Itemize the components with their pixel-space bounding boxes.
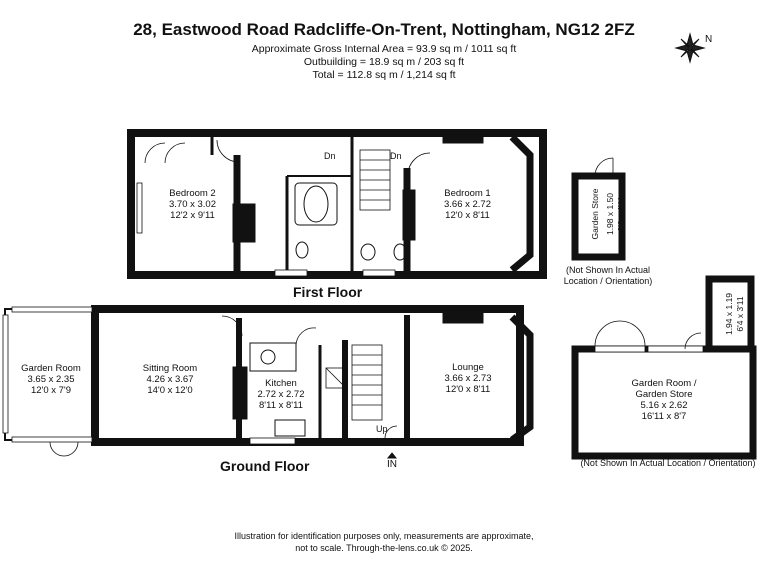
kitchen-metric: 2.72 x 2.72: [257, 389, 305, 400]
garden-room-store-name1: Garden Room /: [631, 378, 697, 389]
kitchen-name: Kitchen: [265, 378, 297, 389]
gross-area: Approximate Gross Internal Area = 93.9 s…: [251, 43, 517, 55]
footer-line2: not to scale. Through-the-lens.co.uk © 2…: [295, 543, 473, 553]
garden-room-label: Garden Room 3.65 x 2.35 12'0 x 7'9: [12, 363, 90, 396]
lounge-label: Lounge 3.66 x 2.73 12'0 x 8'11: [428, 362, 508, 395]
garden-store-dims: 1.98 x 1.50: [605, 174, 615, 254]
garden-store-label: Garden Store: [590, 174, 600, 254]
sitting-room-label: Sitting Room 4.26 x 3.67 14'0 x 12'0: [130, 363, 210, 396]
down-label-1: Dn: [324, 151, 336, 161]
small-store-imperial: 6'4 x 3'11: [735, 296, 745, 332]
compass-icon: [674, 32, 706, 64]
lounge-name: Lounge: [452, 362, 484, 373]
outbuilding-area: Outbuilding = 18.9 sq m / 203 sq ft: [303, 56, 465, 68]
small-store-metric: 1.94 x 1.19: [724, 292, 734, 336]
sitting-room-metric: 4.26 x 3.67: [146, 374, 194, 385]
bedroom1-imperial: 12'0 x 8'11: [445, 210, 490, 221]
garden-store-imperial: 6'6 x 4'11: [616, 196, 626, 232]
bedroom2-name: Bedroom 2: [169, 188, 216, 199]
page-title: 28, Eastwood Road Radcliffe-On-Trent, No…: [133, 20, 635, 39]
garden-room-store-imperial: 16'11 x 8'7: [641, 411, 687, 422]
ground-floor-label: Ground Floor: [220, 458, 310, 474]
sitting-room-imperial: 14'0 x 12'0: [147, 385, 193, 396]
garden-room-store-metric: 5.16 x 2.62: [640, 400, 688, 411]
kitchen-label: Kitchen 2.72 x 2.72 8'11 x 8'11: [246, 378, 316, 411]
garden-store-name: Garden Store: [590, 188, 600, 240]
lounge-metric: 3.66 x 2.73: [444, 373, 492, 384]
small-store-metric-wrap: 1.94 x 1.19: [724, 279, 734, 349]
garden-store-plan: [571, 157, 626, 261]
bedroom2-imperial: 12'2 x 9'11: [170, 210, 215, 221]
bedroom1-metric: 3.66 x 2.72: [443, 199, 491, 210]
garden-room-store-label: Garden Room / Garden Store 5.16 x 2.62 1…: [614, 378, 714, 422]
kitchen-imperial: 8'11 x 8'11: [259, 400, 303, 411]
first-floor-label: First Floor: [293, 284, 363, 300]
footer-line1: Illustration for identification purposes…: [234, 531, 534, 541]
total-area: Total = 112.8 sq m / 1,214 sq ft: [312, 69, 456, 81]
garden-room-metric: 3.65 x 2.35: [27, 374, 75, 385]
garden-room-note: (Not Shown In Actual Location / Orientat…: [580, 458, 756, 468]
entrance-label: IN: [387, 459, 397, 470]
bedroom1-label: Bedroom 1 3.66 x 2.72 12'0 x 8'11: [430, 188, 505, 221]
garden-store-note: (Not Shown In Actual Location / Orientat…: [563, 265, 653, 286]
bedroom2-label: Bedroom 2 3.70 x 3.02 12'2 x 9'11: [155, 188, 230, 221]
garden-room-imperial: 12'0 x 7'9: [30, 385, 72, 396]
garden-room-store-plan: [571, 275, 757, 460]
sitting-room-name: Sitting Room: [142, 363, 198, 374]
up-label: Up: [376, 424, 388, 434]
lounge-imperial: 12'0 x 8'11: [445, 384, 491, 395]
garden-room-store-name2: Garden Store: [635, 389, 693, 400]
down-label-2: Dn: [390, 151, 402, 161]
garden-room-name: Garden Room: [21, 363, 81, 374]
bedroom2-metric: 3.70 x 3.02: [168, 199, 216, 210]
first-floor-plan: [127, 129, 547, 279]
garden-store-imperial-wrap: 6'6 x 4'11: [616, 174, 626, 254]
compass-north-label: N: [705, 34, 713, 45]
small-store-imperial-wrap: 6'4 x 3'11: [735, 279, 745, 349]
bedroom1-name: Bedroom 1: [444, 188, 491, 199]
ground-floor-plan: [2, 305, 534, 459]
garden-store-metric: 1.98 x 1.50: [605, 192, 615, 236]
